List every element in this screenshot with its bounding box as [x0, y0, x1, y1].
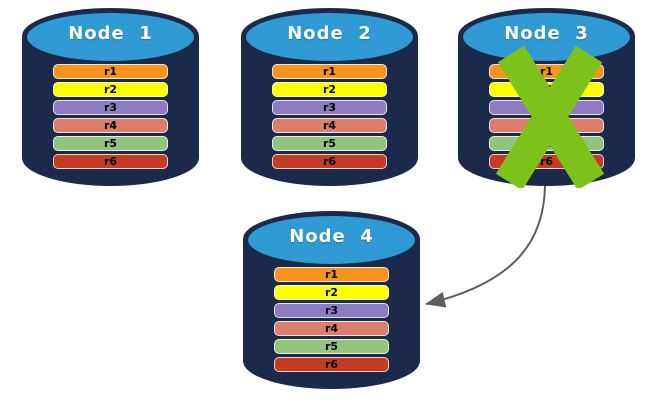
partition-bar-r1: r1 — [53, 64, 168, 79]
partition-bar-r6: r6 — [272, 154, 387, 169]
node-4-label: Node 4 — [289, 226, 374, 247]
partition-bar-r4: r4 — [53, 118, 168, 133]
partition-bar-r5: r5 — [272, 136, 387, 151]
node-2: Node 2 r1 r2 r3 r4 r5 r6 — [241, 6, 418, 188]
node-1: Node 1 r1 r2 r3 r4 r5 r6 — [22, 6, 199, 188]
node-4-partitions: r1 r2 r3 r4 r5 r6 — [274, 267, 389, 375]
partition-bar-r5: r5 — [53, 136, 168, 151]
partition-bar-r6: r6 — [53, 154, 168, 169]
partition-bar-r3: r3 — [274, 303, 389, 318]
node-2-partitions: r1 r2 r3 r4 r5 r6 — [272, 64, 387, 172]
cylinder-top — [248, 216, 415, 264]
node-3-label: Node 3 — [504, 23, 589, 44]
partition-bar-r1: r1 — [272, 64, 387, 79]
partition-bar-r3: r3 — [272, 100, 387, 115]
partition-bar-r4: r4 — [489, 118, 604, 133]
partition-bar-r2: r2 — [53, 82, 168, 97]
partition-bar-r2: r2 — [274, 285, 389, 300]
cylinder-top — [246, 13, 413, 61]
node-3: Node 3 r1 r2 r3 r4 r5 r6 — [458, 6, 635, 188]
arrow-curve — [425, 185, 546, 308]
node-1-label: Node 1 — [68, 23, 153, 44]
partition-bar-r5: r5 — [489, 136, 604, 151]
partition-bar-r5: r5 — [274, 339, 389, 354]
partition-bar-r2: r2 — [489, 82, 604, 97]
node-4: Node 4 r1 r2 r3 r4 r5 r6 — [243, 209, 420, 391]
partition-bar-r6: r6 — [489, 154, 604, 169]
node-3-partitions: r1 r2 r3 r4 r5 r6 — [489, 64, 604, 172]
partition-bar-r6: r6 — [274, 357, 389, 372]
partition-bar-r3: r3 — [53, 100, 168, 115]
partition-bar-r2: r2 — [272, 82, 387, 97]
partition-bar-r1: r1 — [489, 64, 604, 79]
partition-bar-r4: r4 — [272, 118, 387, 133]
node-2-label: Node 2 — [287, 23, 372, 44]
node-1-partitions: r1 r2 r3 r4 r5 r6 — [53, 64, 168, 172]
cylinder-top — [27, 13, 194, 61]
partition-bar-r4: r4 — [274, 321, 389, 336]
partition-bar-r3: r3 — [489, 100, 604, 115]
partition-bar-r1: r1 — [274, 267, 389, 282]
